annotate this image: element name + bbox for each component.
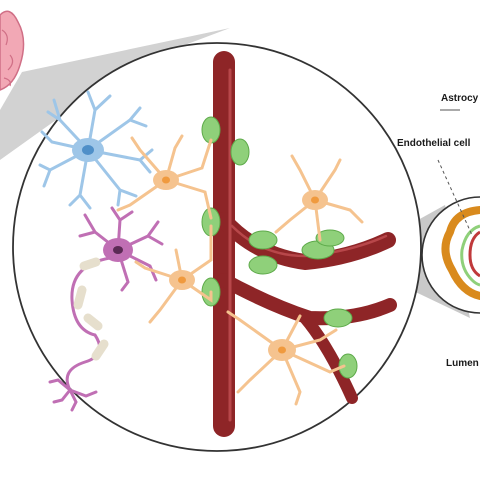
endothelial-pointer [437, 159, 473, 236]
brain-zoom-wedge [0, 28, 230, 160]
endothelial-cell-label: Endothelial cell [397, 138, 471, 149]
brain-icon [0, 10, 25, 91]
lumen-label: Lumen [446, 358, 479, 369]
blood-vessel-icon [213, 51, 397, 437]
neuron-icon [48, 206, 164, 412]
vessel-cross-section-icon [421, 196, 480, 314]
astrocyte-icon [116, 134, 364, 406]
protoplasmic-astrocyte-icon [38, 90, 154, 210]
astrocyte-endfeet [201, 116, 358, 379]
astrocyte-label: Astrocy [441, 93, 479, 104]
